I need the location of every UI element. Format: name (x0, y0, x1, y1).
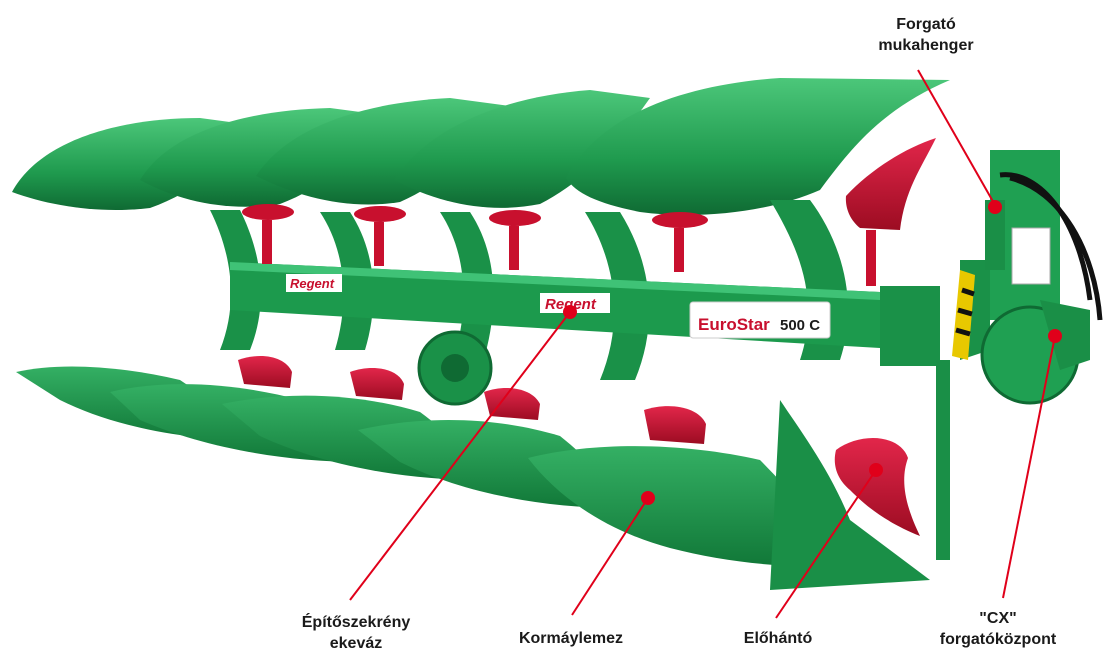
lower-mouldboards (16, 366, 930, 590)
callout-lines (349, 69, 1062, 619)
label-rotary-cylinder: Forgató mukahenger (878, 16, 974, 54)
upper-skimmer (845, 138, 936, 230)
lower-skimmers (238, 356, 920, 536)
upper-mouldboard (566, 78, 950, 216)
label-skimmer: Előhántó (743, 630, 813, 647)
model-number-text: 500 C (780, 317, 820, 334)
red-clamps (242, 204, 876, 286)
upper-mouldboard (394, 90, 650, 208)
brand-logo-left: Regent (290, 276, 335, 291)
label-mouldboard: Kormáylemez (518, 630, 624, 647)
model-name-text: EuroStar (698, 315, 770, 334)
label-frame: Építőszekrény ekeváz (301, 614, 411, 652)
callout-dot-skimmer (869, 463, 883, 477)
lower-skimmer-front (834, 438, 920, 536)
callout-dot-frame (563, 305, 577, 319)
callout-dot-rotary-cylinder (988, 200, 1002, 214)
upper-mouldboards (12, 78, 950, 216)
callout-dot-mouldboard (641, 491, 655, 505)
brand-logo-mid: Regent (545, 296, 597, 313)
upper-mouldboard (256, 98, 510, 205)
callout-dot-cx-center (1048, 329, 1062, 343)
main-frame: EuroStar 500 C Regent Regent (230, 262, 880, 348)
label-cx-center: "CX" forgatóközpont (939, 610, 1057, 648)
